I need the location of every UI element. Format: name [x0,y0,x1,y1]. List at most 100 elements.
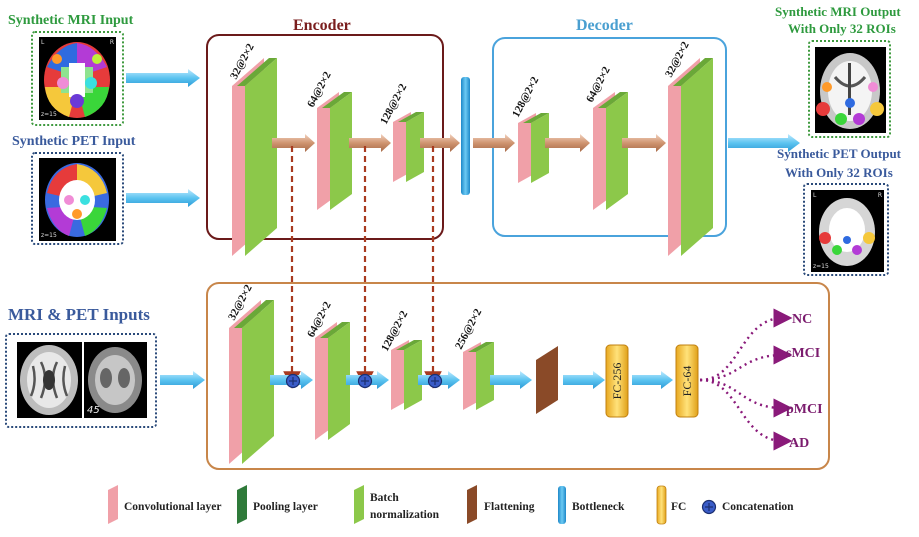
bn-layer-slab [328,322,350,440]
fc-64-layer: FC-64 [675,344,699,418]
decoder-title: Decoder [576,17,633,34]
synthetic-pet-input-image: z=15 [39,158,116,241]
slice-label: z=15 [41,232,57,239]
decoder-block-2 [593,92,628,210]
synthetic-mri-input-title: Synthetic MRI Input [8,13,134,28]
mri-input-arrow [126,69,200,87]
synthetic-pet-input-frame: z=15 [31,152,124,245]
classifier-arrow-4 [490,371,532,389]
classifier-block-1 [229,300,274,464]
legend-fc-label: FC [671,501,687,513]
encoder-frame [206,34,444,240]
bn-layer-slab [330,92,352,210]
concat-plus [289,377,297,385]
decoder-layer-1-label: 128@2×2 [510,74,541,119]
bn-top-face [320,322,350,338]
bn-top-face [673,58,713,86]
bn-top-face [234,300,274,328]
decoder-arrow-1 [473,134,515,152]
legend-pool-label: Pooling layer [253,501,318,513]
synthetic-mri-input-frame: L R z=15 [31,31,124,126]
mri-pet-inputs-frame: 45 [5,333,157,428]
classifier-input-arrow [160,371,205,389]
bn-layer-slab [476,342,494,410]
encoder-title: Encoder [293,17,351,34]
synthetic-pet-output-title-1: Synthetic PET Output [777,146,902,161]
synthetic-pet-output-image: L R z=15 [811,190,884,272]
fc-arrow [632,371,673,389]
decoder-frame [492,37,727,237]
bn-layer-slab [245,58,277,256]
bn-layer-slab [531,113,549,183]
bn-top-face [237,58,277,86]
encoder-arrow-3 [420,134,460,152]
mri-output-brain [816,53,884,129]
bn-layer-slab [404,340,422,410]
fc-layer-shape [675,344,699,418]
encoder-block-1 [232,58,277,256]
class-arrow-smci [699,345,793,382]
fc-layer-shape [605,344,629,418]
pet-slice-number: 45 [87,405,100,416]
fc-256-layer-label: FC-256 [610,363,624,400]
decoder-block-1 [518,113,549,183]
concat-plus [431,377,439,385]
slice-label: z=15 [41,111,57,118]
encoder-arrow-1 [272,134,315,152]
encoder-arrow-2 [349,134,391,152]
legend-pool-icon [237,485,247,524]
legend-bn-label-2: normalization [370,509,439,521]
pet-input-arrow [126,189,200,207]
concat-plus [361,377,369,385]
bn-top-face [398,112,424,122]
fc-256-layer: FC-256 [605,344,629,418]
mri-input-image [17,342,82,418]
encoder-block-2 [317,92,352,210]
class-label-pmci: pMCI [786,402,823,417]
legend-bn-label-1: Batch [370,492,399,504]
legend-concat-plus [705,503,713,511]
fc-64-layer-label: FC-64 [680,366,694,397]
segmented-brain-mri [44,42,110,118]
synthetic-pet-input-title: Synthetic PET Input [12,134,136,149]
synthetic-mri-input-image: L R z=15 [39,37,116,120]
class-label-smci: sMCI [786,346,821,361]
legend-flatten-label: Flattening [484,501,535,513]
legend-bottleneck-label: Bottleneck [572,501,625,513]
mri-pet-inputs-title: MRI & PET Inputs [8,305,150,324]
bn-layer-slab [681,58,713,256]
synthetic-pet-output-frame: L R z=15 [803,183,889,276]
synthetic-mri-output-title-1: Synthetic MRI Output [775,4,901,19]
legend-flatten-icon [467,485,477,524]
legend-bn-icon [354,485,364,524]
bn-layer-slab [242,300,274,464]
bn-top-face [598,92,628,108]
bn-layer-slab [406,112,424,182]
orientation-right-label: R [109,39,114,46]
orientation-right-label: R [877,192,882,199]
legend-conv-icon [108,485,118,524]
segmented-brain-pet [45,163,109,237]
flatten-arrow [563,371,605,389]
decoder-block-3 [668,58,713,256]
class-arrow-ad [699,378,793,451]
classifier-block-4 [463,342,494,410]
legend-concat-label: Concatenation [722,501,794,513]
class-arrow-nc [699,308,793,382]
pet-output-brain [819,198,875,266]
bn-top-face [322,92,352,108]
legend-fc-icon [656,485,667,525]
legend-conv-label: Convolutional layer [124,501,222,513]
slice-label: z=15 [813,263,829,270]
decoder-arrow-2 [545,134,590,152]
orientation-left-label: L [813,192,817,199]
class-arrow-pmci [699,378,793,418]
bn-top-face [396,340,422,350]
classifier-block-3 [391,340,422,410]
pet-input-image: 45 [84,342,147,418]
legend-bottleneck-icon [558,486,566,524]
output-arrow [728,134,800,152]
